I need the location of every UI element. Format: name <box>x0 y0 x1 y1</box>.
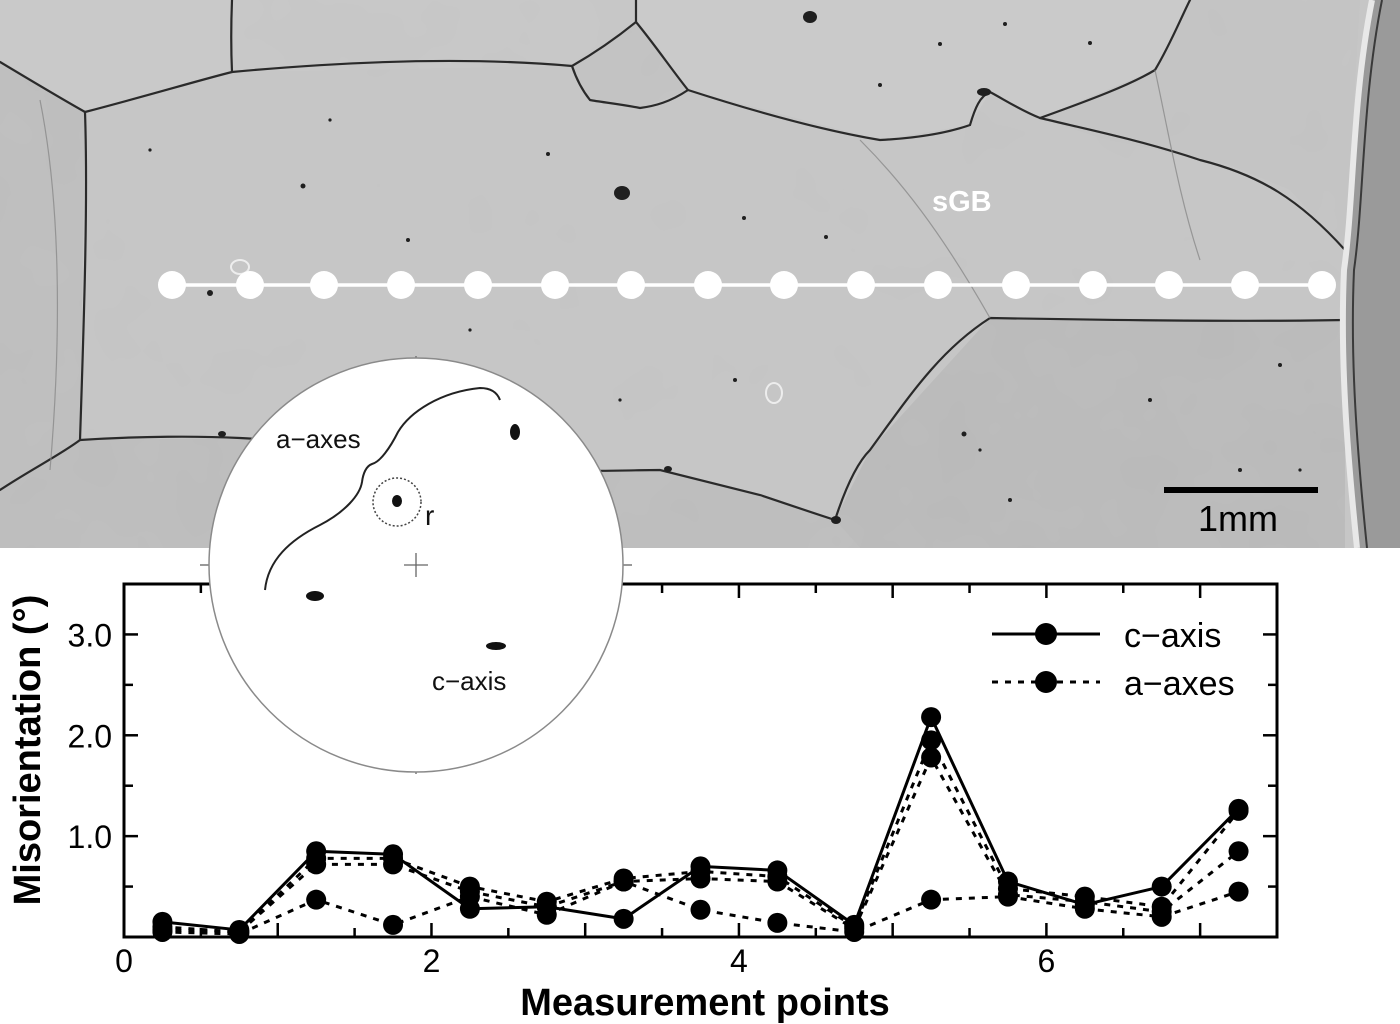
measurement-point <box>464 271 492 299</box>
measurement-point <box>1231 271 1259 299</box>
series-point-0 <box>613 908 634 929</box>
series-point-3 <box>536 904 557 925</box>
measurement-point <box>924 271 952 299</box>
series-point-3 <box>1151 906 1172 927</box>
series-point-2 <box>383 854 404 875</box>
y-tick-label: 3.0 <box>68 617 112 653</box>
y-tick-label: 1.0 <box>68 819 112 855</box>
r-label: r <box>425 500 434 531</box>
series-point-3 <box>690 899 711 920</box>
series-point-3 <box>459 886 480 907</box>
series-point-3 <box>229 923 250 944</box>
x-tick-label: 0 <box>115 943 133 979</box>
series-point-3 <box>306 889 327 910</box>
measurement-point <box>1002 271 1030 299</box>
legend-marker-a-axes <box>1035 671 1057 693</box>
series-point-1 <box>1228 800 1249 821</box>
legend-label-a-axes: a−axes <box>1124 665 1235 703</box>
pole-r <box>392 495 402 507</box>
measurement-points <box>158 271 1336 299</box>
misorientation-chart: 0 2 4 6 1.0 2.0 3.0 Measurement points Misorie… <box>7 582 1279 1024</box>
series-point-2 <box>921 747 942 768</box>
a-axes-bracket <box>264 386 501 591</box>
chart-series <box>152 707 1249 944</box>
series-point-3 <box>152 921 173 942</box>
y-axis-label: Misorientation (°) <box>7 595 49 906</box>
sgb-label: sGB <box>932 186 992 218</box>
legend-marker-c-axis <box>1035 623 1057 645</box>
legend-label-c-axis: c−axis <box>1124 617 1221 655</box>
scale-bar-label: 1mm <box>1198 498 1278 539</box>
pole-a-left <box>306 591 324 601</box>
series-point-0 <box>1151 876 1172 897</box>
chart-tick-labels: 0 2 4 6 1.0 2.0 3.0 <box>68 617 1056 979</box>
measurement-point <box>847 271 875 299</box>
series-point-2 <box>1228 841 1249 862</box>
series-point-2 <box>690 868 711 889</box>
series-point-0 <box>921 707 942 728</box>
measurement-point <box>541 271 569 299</box>
series-point-3 <box>844 921 865 942</box>
measurement-point <box>694 271 722 299</box>
series-point-3 <box>997 886 1018 907</box>
series-point-3 <box>383 914 404 935</box>
series-point-3 <box>1228 881 1249 902</box>
x-axis-label: Measurement points <box>520 982 890 1024</box>
series-point-2 <box>767 871 788 892</box>
series-point-3 <box>1074 898 1095 919</box>
c-axis-label: c−axis <box>432 666 506 696</box>
series-point-3 <box>613 871 634 892</box>
measurement-point <box>1155 271 1183 299</box>
x-tick-label: 6 <box>1038 943 1056 979</box>
pole-figure-inset: a−axes r c−axis <box>200 356 632 774</box>
a-axes-label: a−axes <box>276 424 361 454</box>
measurement-point <box>158 271 186 299</box>
series-line-3 <box>162 880 1240 936</box>
series-point-3 <box>921 889 942 910</box>
x-tick-label: 2 <box>423 943 441 979</box>
measurement-point <box>387 271 415 299</box>
pole-a-upper <box>510 424 520 440</box>
r-circle <box>372 477 422 527</box>
x-tick-label: 4 <box>730 943 748 979</box>
measurement-point <box>770 271 798 299</box>
measurement-point <box>1079 271 1107 299</box>
pole-c-axis <box>486 642 506 650</box>
series-point-2 <box>306 854 327 875</box>
series-point-1 <box>921 730 942 751</box>
legend: c−axis a−axes <box>992 617 1235 703</box>
measurement-point <box>236 271 264 299</box>
series-line-1 <box>162 738 1240 934</box>
measurement-point <box>310 271 338 299</box>
y-tick-label: 2.0 <box>68 718 112 754</box>
measurement-point <box>1308 271 1336 299</box>
measurement-point <box>617 271 645 299</box>
series-point-3 <box>767 912 788 933</box>
ice-micrograph: sGB 1mm <box>0 0 1400 548</box>
